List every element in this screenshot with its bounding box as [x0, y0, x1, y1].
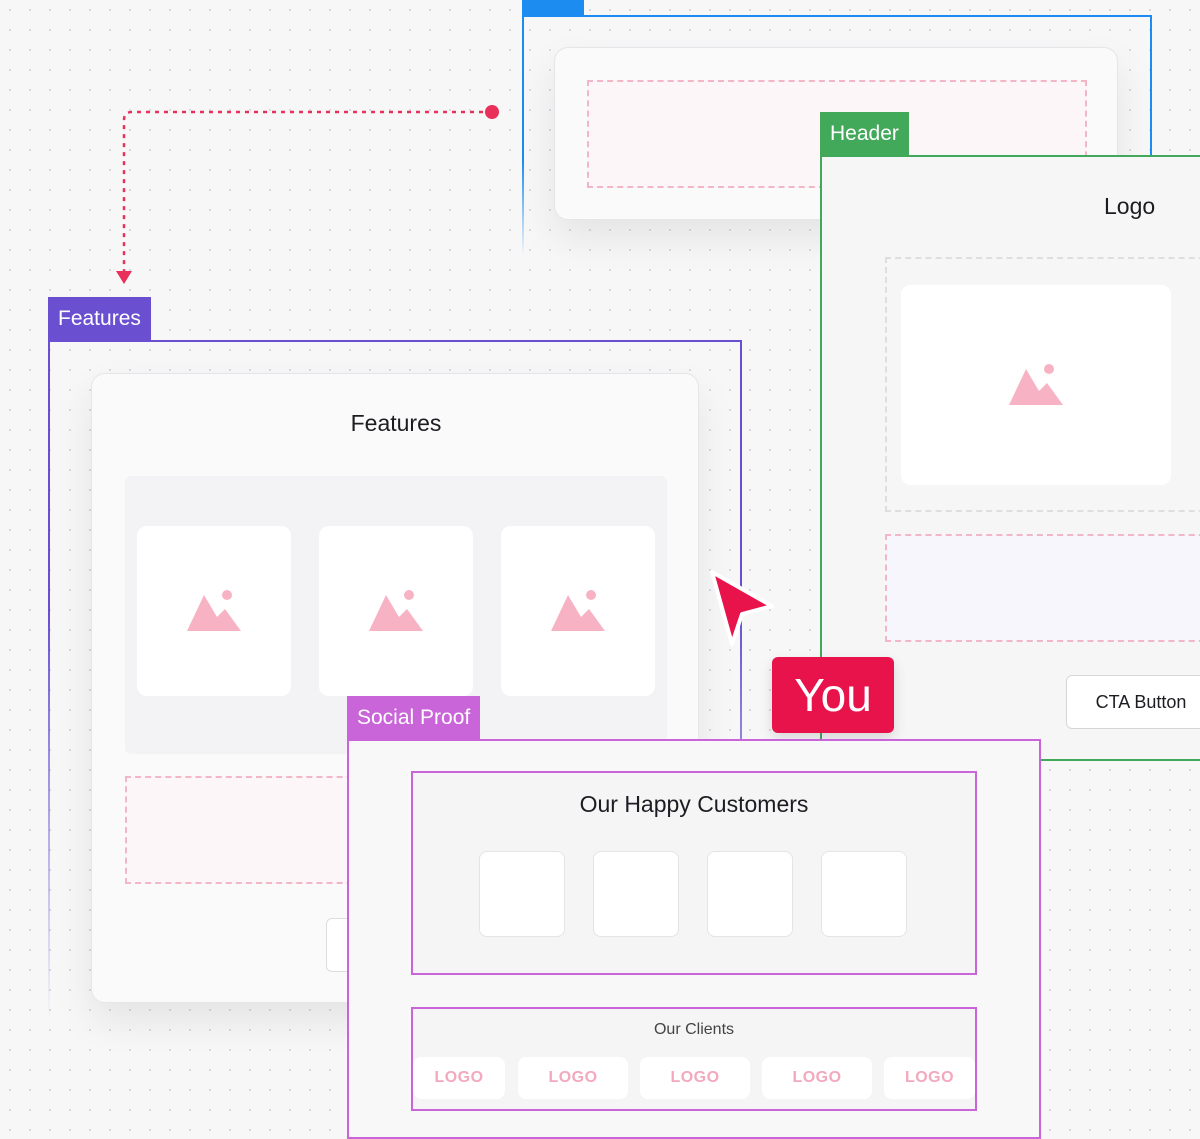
client-logo: LOGO — [413, 1057, 505, 1099]
header-logo-text: Logo — [1104, 193, 1156, 219]
header-image-tile — [901, 285, 1171, 485]
image-placeholder-icon — [1009, 364, 1063, 405]
header-frame-tag[interactable]: Header — [820, 112, 909, 156]
cta-button[interactable]: CTA Button — [1066, 675, 1200, 729]
slot-frame-tag — [522, 0, 584, 15]
customer-card — [821, 851, 907, 937]
client-logo: LOGO — [640, 1057, 750, 1099]
customer-card — [593, 851, 679, 937]
client-logo: LOGO — [518, 1057, 628, 1099]
cursor-pointer-icon — [710, 570, 774, 646]
features-grid — [125, 476, 667, 754]
image-placeholder-icon — [187, 590, 241, 631]
connector-arrow — [116, 105, 499, 284]
clients-title: Our Clients — [653, 1021, 735, 1038]
social-proof-frame[interactable]: Our Happy Customers Our Clients LOGO LOG… — [347, 739, 1041, 1139]
customers-section: Our Happy Customers — [411, 771, 977, 975]
header-image-area — [885, 257, 1200, 512]
image-placeholder-icon — [369, 590, 423, 631]
header-text-placeholder — [885, 534, 1200, 642]
features-frame-tag[interactable]: Features — [48, 297, 151, 341]
client-logo: LOGO — [762, 1057, 872, 1099]
customer-card — [479, 851, 565, 937]
social-proof-frame-tag[interactable]: Social Proof — [347, 696, 481, 740]
features-title: Features — [350, 410, 442, 436]
cursor-label: You — [772, 657, 894, 733]
feature-tile — [319, 526, 473, 696]
clients-section: Our Clients LOGO LOGO LOGO LOGO LOGO — [411, 1007, 977, 1111]
customers-title: Our Happy Customers — [579, 791, 809, 817]
customer-card — [707, 851, 793, 937]
feature-tile — [137, 526, 291, 696]
client-logo: LOGO — [884, 1057, 975, 1099]
feature-tile — [501, 526, 655, 696]
image-placeholder-icon — [551, 590, 605, 631]
